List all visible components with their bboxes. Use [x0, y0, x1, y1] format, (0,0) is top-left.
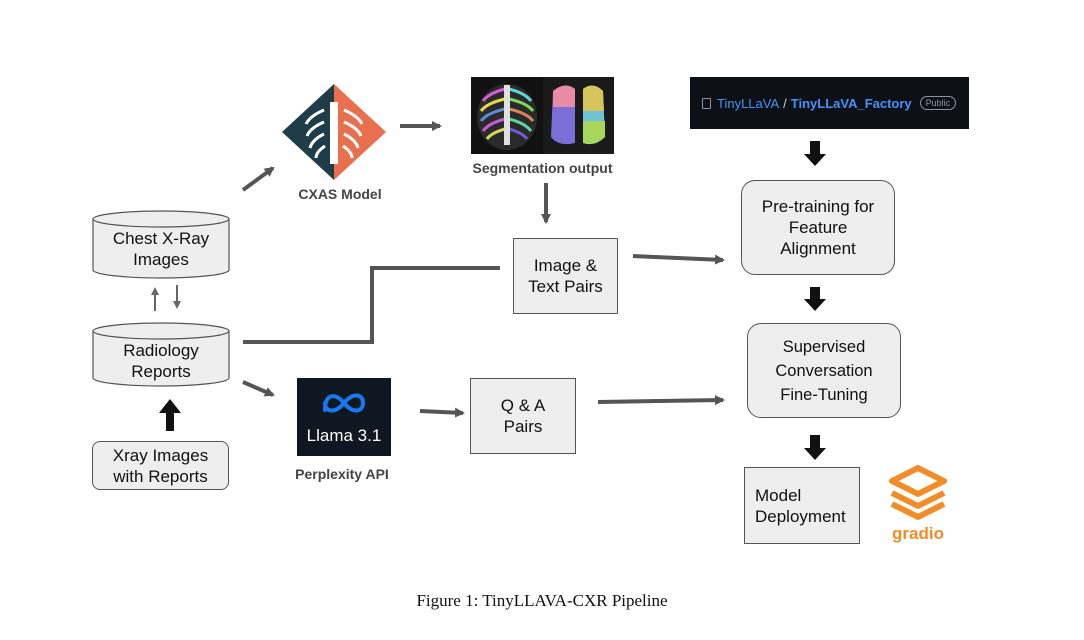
connector-reports-to-pairs	[243, 266, 500, 344]
xray-reports-box: Xray Images with Reports	[92, 441, 229, 490]
pretraining-box: Pre-training for Feature Alignment	[741, 180, 895, 275]
cxas-model-label: CXAS Model	[298, 186, 382, 202]
repo-icon	[702, 97, 711, 109]
public-badge: Public	[919, 96, 957, 110]
sft-box: Supervised Conversation Fine-Tuning	[747, 323, 901, 418]
block-arrow-up	[159, 399, 181, 431]
cxas-logo-icon	[282, 84, 386, 180]
segmentation-output-image	[471, 77, 614, 154]
gradio-label: gradio	[892, 524, 944, 543]
arrow-reports-to-llama	[242, 380, 275, 397]
github-repo-banner[interactable]: TinyLLaVA / TinyLLaVA_Factory Public	[690, 77, 969, 129]
arrow-llama-to-qa	[419, 407, 465, 418]
llama-label: Llama 3.1	[306, 426, 382, 445]
arrow-qa-to-sft	[597, 395, 725, 406]
chest-xray-label: Chest X-Ray Images	[112, 229, 210, 269]
qa-pairs-box: Q & A Pairs	[470, 378, 576, 454]
deployment-box: Model Deployment	[744, 467, 860, 544]
github-repo-name[interactable]: TinyLLaVA_Factory	[790, 95, 912, 111]
gradio-logo-icon	[889, 465, 947, 520]
block-arrow-down-3	[804, 435, 826, 460]
perplexity-api-label: Perplexity API	[295, 466, 389, 482]
radiology-label: Radiology Reports	[123, 341, 199, 381]
segmentation-output-label: Segmentation output	[472, 160, 613, 176]
radiology-cylinder	[92, 322, 230, 387]
github-owner[interactable]: TinyLLaVA	[717, 95, 780, 111]
block-arrow-down-2	[804, 287, 826, 311]
github-separator: /	[783, 95, 787, 111]
chest-xray-cylinder	[92, 210, 230, 279]
meta-logo-icon	[323, 393, 366, 413]
llama-logo-tile: Llama 3.1	[297, 378, 391, 456]
figure-caption: Figure 1: TinyLLAVA-CXR Pipeline	[416, 591, 668, 610]
image-text-pairs-box: Image & Text Pairs	[513, 238, 618, 314]
block-arrow-down-1	[804, 141, 826, 166]
arrow-xray-to-cxas	[241, 166, 275, 192]
arrow-pairs-to-pretraining	[632, 254, 725, 265]
